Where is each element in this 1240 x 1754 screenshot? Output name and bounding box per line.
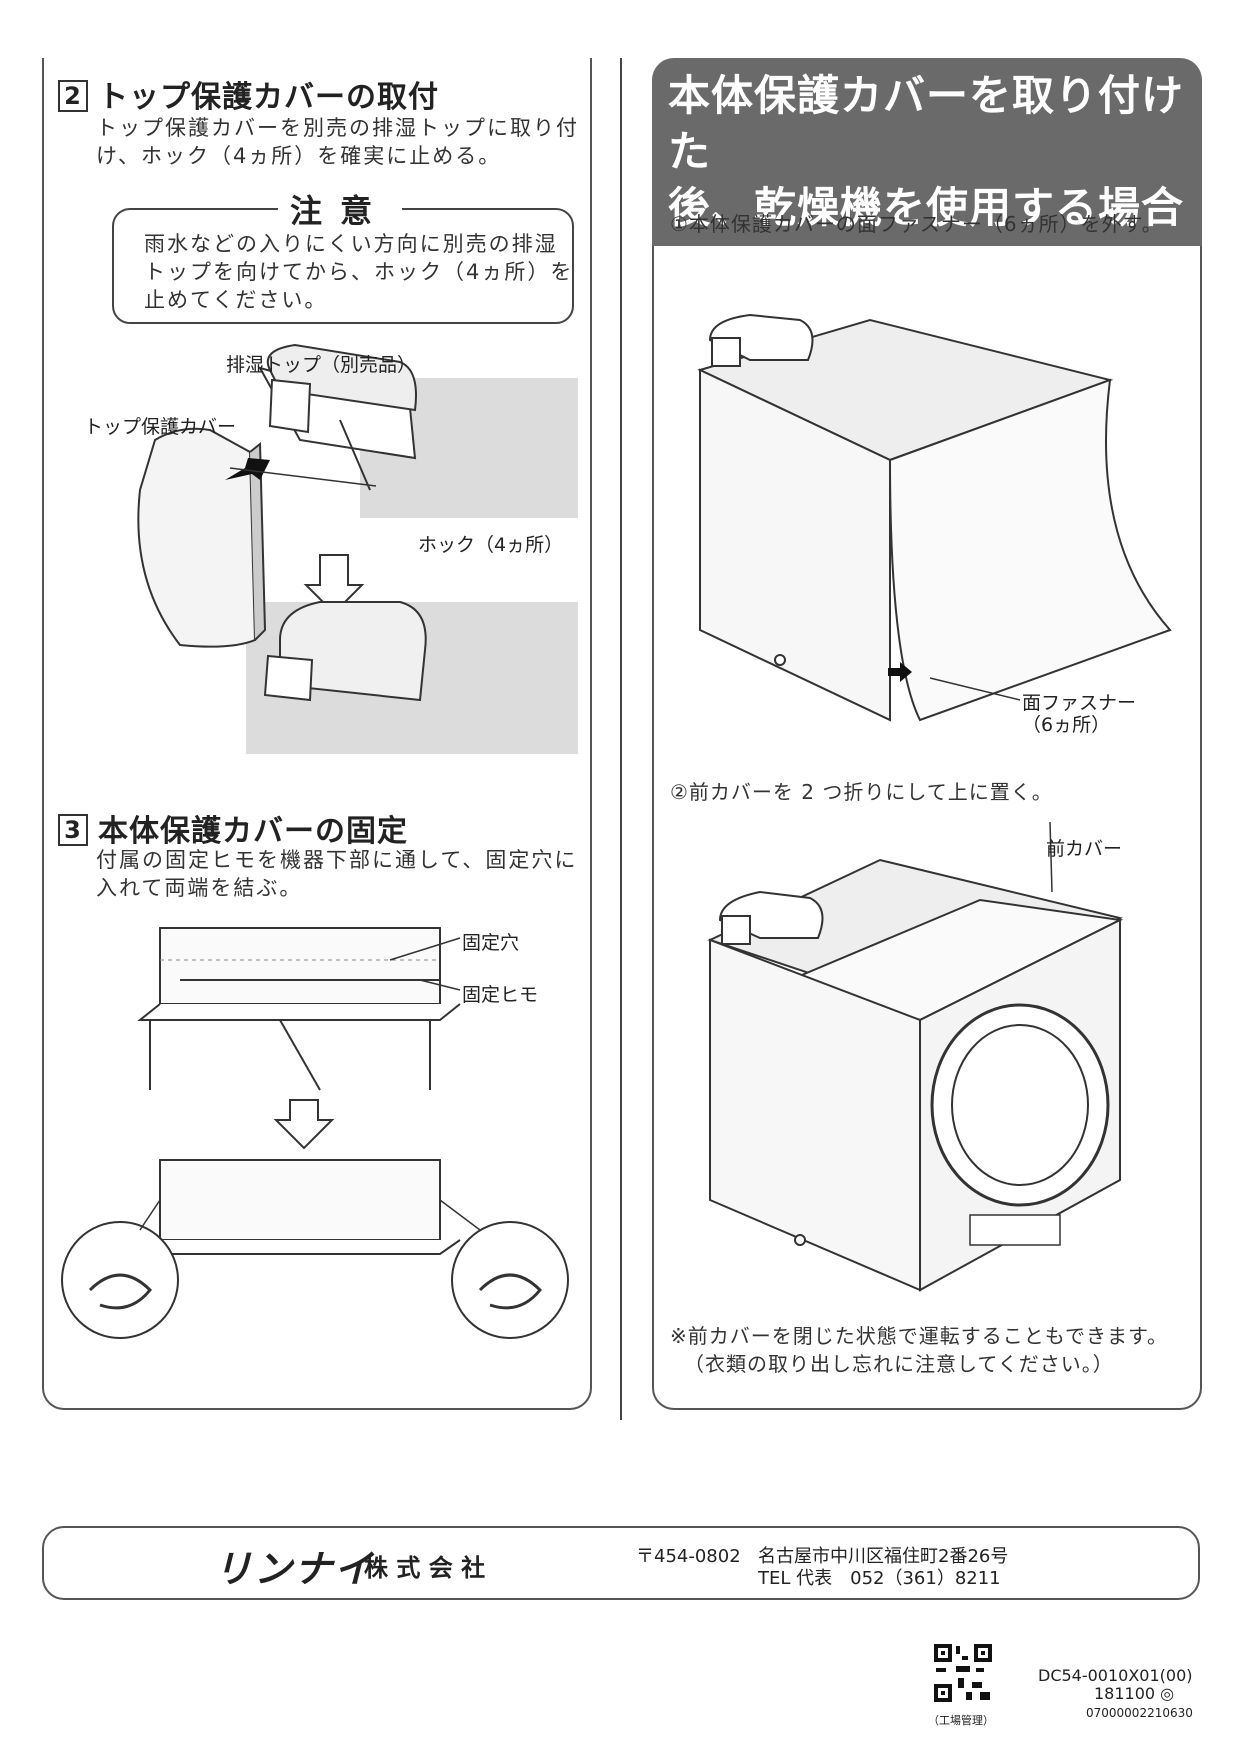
- step1-text: ①本体保護カバーの面ファスナー（6ヵ所）を外す。: [670, 212, 1163, 236]
- note-text: ※前カバーを閉じた状態で運転することもできます。 （衣類の取り出し忘れに注意して…: [670, 1324, 1168, 1376]
- right-panel: [652, 174, 1202, 1410]
- label-fixing-string: 固定ヒモ: [462, 984, 539, 1006]
- right-panel-title: 本体保護カバーを取り付けた 後、乾燥機を使用する場合: [652, 58, 1202, 246]
- caution-text: 雨水などの入りにくい方向に別売の排湿 トップを向けてから、ホック（4ヵ所）を 止…: [144, 232, 574, 312]
- section3-text: 付属の固定ヒモを機器下部に通して、固定穴に 入れて両端を結ぶ。: [96, 848, 578, 900]
- figure-top-cover: [137, 343, 578, 754]
- label-fixing-hole: 固定穴: [462, 932, 520, 954]
- label-exhaust-top: 排湿トップ（別売品）: [226, 354, 417, 376]
- step2-text: ②前カバーを 2 つ折りにして上に置く。: [670, 780, 1053, 804]
- center-divider: [620, 58, 622, 1420]
- caution-title: 注意: [278, 186, 403, 232]
- company-tel: TEL 代表 052（361）8211: [758, 1568, 1001, 1589]
- company-suffix: 株 式 会 社: [364, 1554, 486, 1582]
- document-code: DC54-0010X01(00): [1038, 1666, 1193, 1685]
- postal-code: 〒454-0802: [636, 1546, 741, 1567]
- figure-fixing-string: [61, 927, 569, 1339]
- brand-logo: リンナイ: [214, 1547, 375, 1591]
- figure-remove-fasteners: [697, 313, 1172, 722]
- figure-front-cover-folded: [707, 821, 1124, 1292]
- label-front-cover: 前カバー: [1046, 838, 1123, 860]
- qr-code-icon: [932, 1642, 994, 1704]
- date-code: 181100 ◎: [1094, 1684, 1175, 1703]
- company-address: 名古屋市中川区福住町2番26号: [758, 1546, 1009, 1567]
- serial-number: 0700000221063​0: [1086, 1706, 1193, 1720]
- section2-number: 2: [58, 80, 88, 112]
- section3-number: 3: [58, 814, 88, 846]
- qr-caption: （工場管理）: [928, 1714, 994, 1727]
- label-hooks: ホック（4ヵ所）: [418, 534, 564, 556]
- label-top-cover: トップ保護カバー: [84, 416, 237, 438]
- label-fastener: 面ファスナー （6ヵ所）: [1022, 692, 1137, 736]
- company-footer: [42, 1526, 1200, 1600]
- section2-text: トップ保護カバーを別売の排湿トップに取り付 け、ホック（4ヵ所）を確実に止める。: [96, 116, 579, 168]
- left-panel: [42, 58, 592, 1410]
